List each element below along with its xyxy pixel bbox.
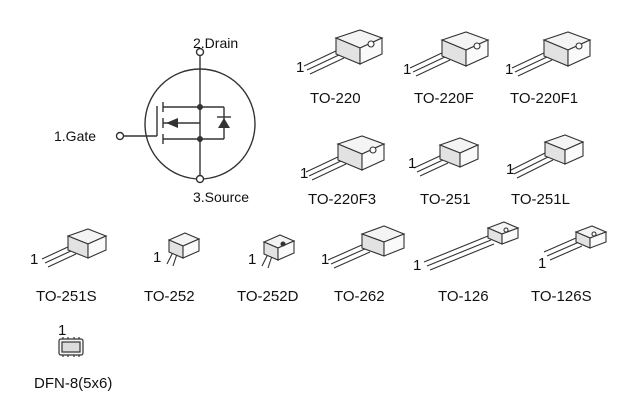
to-126s-label: TO-126S [531,288,592,305]
to-220f-pin1-marker: 1 [403,61,412,78]
to-220f1-label: TO-220F1 [510,90,579,107]
source-pin-label: 3.Source [193,189,250,205]
to-251l-drawing [510,134,585,179]
to-262-label: TO-262 [334,288,385,305]
dfn-8-pin1-marker: 1 [58,322,67,339]
to-252d-label: TO-252D [237,288,299,305]
to-126-drawing [423,221,520,271]
to-251-label: TO-251 [420,191,471,208]
dfn-8-drawing [58,337,84,357]
to-220f1-pin1-marker: 1 [505,61,514,78]
to-252-pin1-marker: 1 [153,249,162,266]
to-262-drawing [327,225,406,269]
to-251s-label: TO-251S [36,288,97,305]
gate-pin-label: 1.Gate [54,128,97,144]
to-220-pin1-marker: 1 [296,59,305,76]
to-126-label: TO-126 [438,288,489,305]
to-126-pin1-marker: 1 [413,257,422,274]
to-220f1-drawing [511,31,592,77]
to-126s-pin1-marker: 1 [538,255,547,272]
to-220f-drawing [409,31,490,77]
to-220-label: TO-220 [310,90,361,107]
to-251-drawing [413,137,480,177]
dfn-8-label: DFN-8(5x6) [34,375,113,392]
to-251s-pin1-marker: 1 [30,251,39,268]
to-220f-label: TO-220F [414,90,474,107]
to-251s-drawing [41,228,108,268]
to-220f3-label: TO-220F3 [308,191,377,208]
to-252-label: TO-252 [144,288,195,305]
drain-pin-label: 2.Drain [193,35,239,51]
to-251l-pin1-marker: 1 [506,161,515,178]
to-252d-drawing [261,234,296,269]
to-252-drawing [166,232,201,267]
to-251-pin1-marker: 1 [408,155,417,172]
to-252d-pin1-marker: 1 [248,251,257,268]
to-126s-drawing [543,225,608,261]
to-220-drawing [303,29,384,75]
to-251l-label: TO-251L [511,191,570,208]
to-220f3-pin1-marker: 1 [300,165,309,182]
to-220f3-drawing [305,135,386,181]
to-262-pin1-marker: 1 [321,251,330,268]
